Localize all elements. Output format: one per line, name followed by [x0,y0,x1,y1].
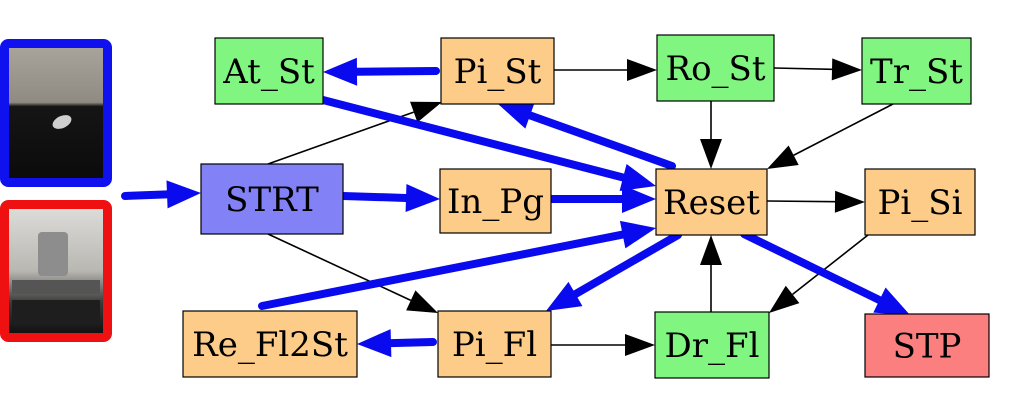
arrow-head-icon [619,220,656,249]
edge-STRT-to-In_Pg [339,183,440,212]
edge-Pi_St-to-Ro_St [554,59,657,81]
edge-Dr_Fl-to-Reset [700,235,722,312]
edge-line [319,96,628,182]
arrow-head-icon [700,235,722,265]
node-box [214,37,324,105]
edge-Pi_Si-to-Dr_Fl [769,234,869,313]
edge-At_St-to-Reset [319,96,656,192]
edge-Re_Fl2St-to-Reset [258,220,656,310]
node-box [864,168,976,236]
node-box [182,310,358,378]
node-box [654,311,770,379]
node-box [437,310,552,378]
node-pi-fl: Pi_Fl [437,310,552,378]
node-in-pg: In_Pg [439,168,552,234]
edge-line [740,230,884,305]
edge-line [773,67,833,71]
node-label: Tr_St [870,52,963,92]
node-box [864,313,990,378]
edge-Reset-to-Pi_St [498,102,676,170]
arrow-head-icon [700,139,722,169]
edge-Reset-to-STP [740,230,910,315]
edge-STRT-to-Pi_Fl [267,233,438,313]
arrow-head-icon [546,281,583,311]
node-re-fl2st: Re_Fl2St [182,310,358,378]
edge-Pi_St-to-At_St [323,57,440,86]
edge-Pi_Fl-to-Dr_Fl [551,334,655,356]
node-strt: STRT [200,163,344,235]
edge-line [267,233,412,302]
node-label: Re_Fl2St [192,325,348,365]
node-at-st: At_St [214,37,324,105]
node-dr-fl: Dr_Fl [654,311,770,379]
edge-line [258,230,627,310]
node-ro-st: Ro_St [656,34,775,102]
node-label: At_St [222,52,315,92]
arrow-head-icon [357,329,392,358]
arrow-head-icon [627,59,657,81]
edge-Ro_St-to-Tr_St [773,58,862,81]
edge-line [526,111,676,170]
node-label: Dr_Fl [665,326,760,366]
edge-line [339,192,411,202]
node-label: Pi_Fl [452,325,537,365]
photo-bottom-frame [0,200,112,342]
arrow-head-icon [625,334,655,356]
node-box [440,37,555,105]
node-label: Reset [663,183,760,223]
arrow-head-icon [410,101,442,123]
edge-Reset-to-Pi_Fl [546,231,682,311]
edge-line [386,338,437,348]
photo-top-frame [0,39,112,187]
node-label: Pi_St [454,52,542,92]
arrow-head-icon [405,183,440,212]
edges-layer [121,57,910,358]
node-stp: STP [864,313,990,378]
node-label: STRT [225,180,319,220]
arrow-head-icon [831,58,862,81]
edge-line [352,67,440,76]
arrow-head-icon [166,180,201,209]
arrow-head-icon [622,185,656,213]
arrow-head-icon [406,290,438,313]
arrow-head-icon [834,190,865,213]
node-box [861,37,972,105]
edge-line [792,234,869,296]
edge-Ro_St-to-Reset [700,101,722,169]
node-label: Ro_St [665,49,765,89]
node-label: Pi_Si [878,183,963,223]
node-box [439,168,552,234]
gripper-icon [38,232,68,276]
arrow-head-icon [873,287,910,315]
metal-part-icon [52,115,72,129]
node-pi-st: Pi_St [440,37,555,105]
edge-line [121,190,172,200]
photo-top [0,39,112,187]
photo-bottom [0,200,112,342]
arrow-head-icon [323,57,358,86]
edge-Pi_Fl-to-Re_Fl2St [357,329,437,358]
edge-input-to-STRT [121,180,201,209]
edge-line [766,200,836,203]
node-pi-si: Pi_Si [864,168,976,236]
node-label: STP [893,327,962,367]
arrow-head-icon [767,145,799,169]
node-box [655,168,768,236]
arrow-head-icon [619,163,656,192]
node-reset: Reset [655,168,768,236]
node-label: In_Pg [447,182,544,222]
node-box [200,163,344,235]
edge-line [571,231,682,299]
arrow-head-icon [498,102,535,129]
node-tr-st: Tr_St [861,37,972,105]
edge-In_Pg-to-Reset [547,185,656,213]
edge-Tr_St-to-Reset [767,103,894,169]
edge-Reset-to-Pi_Si [766,190,865,213]
node-box [656,34,775,102]
edge-line [793,103,894,156]
arrow-head-icon [769,285,800,313]
